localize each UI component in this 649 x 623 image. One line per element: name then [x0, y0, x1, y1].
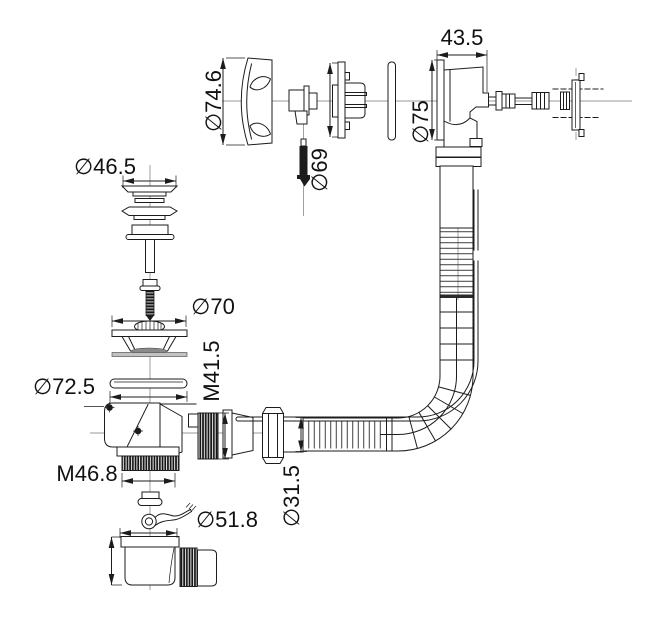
- label-trap-diameter: ∅51.8: [196, 507, 258, 532]
- cable-rod: [488, 88, 604, 118]
- dimension-outlet-thread: M41.5: [199, 340, 229, 460]
- dimension-faceplate-diameter: ∅69: [307, 62, 338, 192]
- dimension-hose-diameter: ∅31.5: [279, 417, 307, 527]
- label-outlet-thread: M41.5: [199, 340, 224, 401]
- waste-plug: [120, 185, 179, 273]
- cable-wall-flange: [560, 73, 585, 137]
- tee-body: [104, 402, 219, 471]
- sink-strainer: [111, 320, 188, 355]
- dimension-washer-diameter: ∅72.5: [33, 374, 188, 407]
- dimension-strainer-diameter: ∅70: [111, 294, 235, 327]
- label-faceplate-diameter: ∅69: [307, 148, 332, 192]
- label-washer-diameter: ∅72.5: [33, 374, 95, 399]
- overflow-faceplate: [332, 61, 367, 139]
- fixing-screw: [297, 138, 310, 187]
- label-hose-diameter: ∅31.5: [279, 465, 304, 527]
- gasket-disc: [387, 61, 396, 141]
- bottle-trap: [120, 536, 217, 587]
- locknut: [137, 491, 163, 506]
- flat-washer: [109, 378, 188, 389]
- dimension-drain-thread: M46.8: [56, 461, 176, 488]
- dimension-trap-height: [108, 536, 122, 586]
- retaining-clip: [141, 502, 197, 530]
- label-strainer-diameter: ∅70: [191, 294, 235, 319]
- overflow-body: [435, 59, 489, 167]
- flexible-hose: [282, 165, 474, 453]
- overflow-cable-tube: [235, 189, 479, 422]
- dimension-trap-diameter: ∅51.8: [196, 507, 258, 532]
- dimension-plug-diameter: ∅46.5: [74, 154, 177, 188]
- plug-bolt: [139, 279, 161, 321]
- hose-nut: [262, 407, 284, 464]
- dimension-overflow-width: 43.5: [436, 25, 488, 92]
- dimension-overflow-plate-diameter: ∅75: [408, 59, 437, 144]
- dimension-knob-diameter: ∅74.6: [201, 57, 245, 146]
- label-plug-diameter: ∅46.5: [74, 154, 136, 179]
- centerlines: [90, 68, 632, 590]
- label-overflow-plate-diameter: ∅75: [408, 100, 433, 144]
- label-knob-diameter: ∅74.6: [201, 70, 226, 132]
- overflow-knob: [240, 57, 273, 146]
- label-overflow-width: 43.5: [441, 25, 484, 50]
- dimension-trap-top: [119, 528, 178, 538]
- mounting-bracket: [288, 85, 318, 125]
- label-drain-thread: M46.8: [56, 461, 117, 486]
- rubber-gasket: [111, 352, 188, 357]
